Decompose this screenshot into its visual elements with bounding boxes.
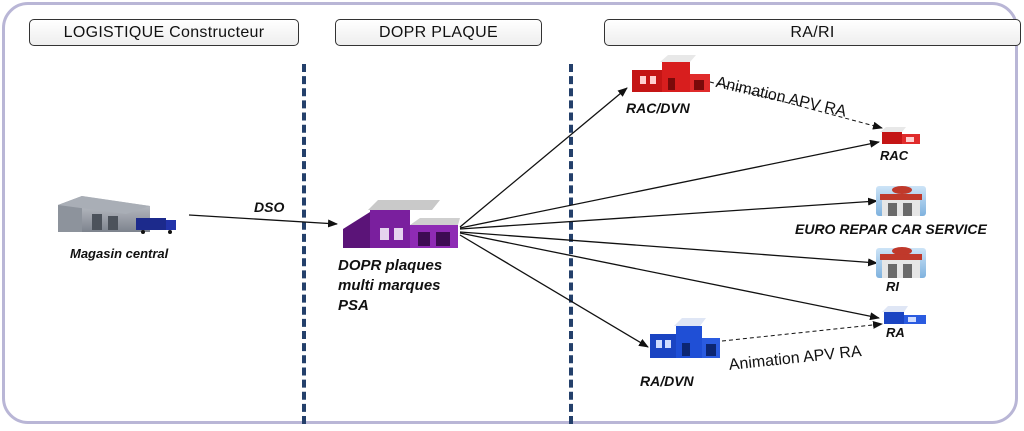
rac-building-icon	[880, 127, 920, 144]
header-logistique-constructeur: LOGISTIQUE Constructeur	[29, 19, 299, 46]
animation-arrow-top	[709, 81, 883, 130]
divider-left	[302, 64, 306, 424]
dso-label: DSO	[254, 199, 285, 215]
warehouse-icon	[58, 196, 176, 234]
rac-label: RAC	[880, 148, 909, 163]
arrow-to-euro-repar	[459, 197, 878, 230]
arrow-to-rac	[459, 139, 880, 229]
ri-label: RI	[886, 279, 899, 294]
ra-building-icon	[882, 306, 926, 324]
euro-repar-garage-icon	[876, 186, 926, 216]
rac-dvn-label: RAC/DVN	[626, 100, 690, 116]
header-dopr-plaque: DOPR PLAQUE	[335, 19, 542, 46]
arrow-to-rac-dvn	[459, 87, 628, 228]
header-ra-ri: RA/RI	[604, 19, 1021, 46]
diagram-frame	[2, 2, 1018, 424]
ri-garage-icon	[876, 247, 926, 278]
ra-label: RA	[886, 325, 905, 340]
dopr-label-line1: DOPR plaques	[338, 257, 443, 274]
rac-dvn-building-icon	[632, 55, 710, 92]
dso-arrow	[188, 214, 338, 228]
arrow-to-ra-dvn	[459, 234, 649, 348]
animation-arrow-bottom	[721, 320, 883, 342]
dopr-label-line3: PSA	[338, 297, 369, 314]
divider-right	[569, 64, 573, 424]
arrow-to-ra	[459, 232, 880, 321]
ra-dvn-label: RA/DVN	[640, 373, 694, 389]
magasin-central-label: Magasin central	[70, 246, 169, 261]
dopr-label-line2: multi marques	[338, 277, 441, 294]
arrow-to-ri	[459, 231, 878, 267]
distribution-arrows	[459, 87, 880, 348]
ra-dvn-building-icon	[650, 318, 720, 358]
dopr-building-icon	[343, 200, 460, 248]
euro-repar-label: EURO REPAR CAR SERVICE	[795, 221, 987, 237]
